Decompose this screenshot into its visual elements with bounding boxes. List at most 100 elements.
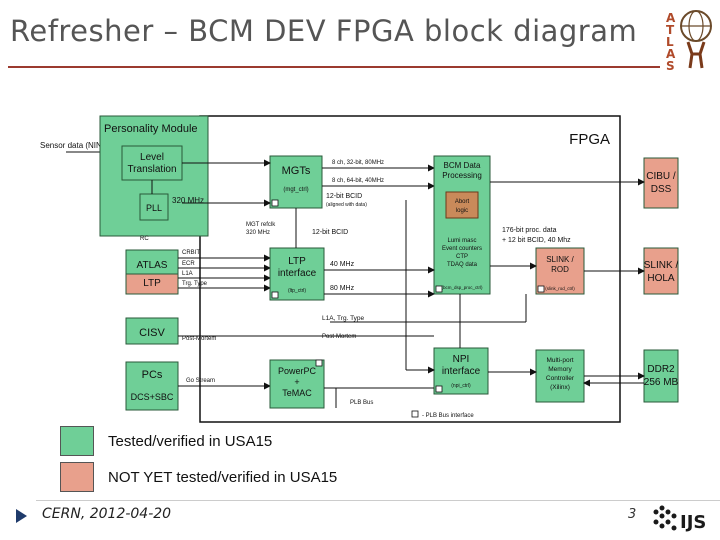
svg-text:(mgt_ctrl): (mgt_ctrl) — [283, 187, 308, 193]
svg-text:CTP: CTP — [456, 254, 468, 260]
npi-label-2: interface — [442, 366, 481, 377]
proc-data-label: 176-bit proc. data — [502, 227, 557, 234]
svg-text:8 ch, 64-bit, 40MHz: 8 ch, 64-bit, 40MHz — [332, 178, 384, 184]
svg-text:320 MHz: 320 MHz — [172, 196, 204, 205]
post-mortem-label-2: Post-Mortem — [322, 334, 356, 340]
signal-crbit: CRBIT — [182, 250, 200, 256]
page-number: 3 — [628, 507, 637, 522]
footer-date: CERN, 2012-04-20 — [42, 506, 172, 522]
powerpc-label-2: + — [294, 377, 299, 387]
cisv-label: CISV — [139, 327, 165, 339]
svg-text:Event counters: Event counters — [442, 246, 482, 252]
mpmc-block — [535, 349, 585, 403]
mpmc-label-1: Multi-port — [546, 357, 573, 364]
footer-arrow-icon — [16, 509, 27, 523]
slink-hola-label-2: HOLA — [647, 273, 675, 284]
ddr2-label-2: 256 MB — [644, 377, 679, 388]
ltp-ctrl: (ltp_ctrl) — [288, 288, 306, 294]
svg-text:(bcm_dsp_proc_ctrl): (bcm_dsp_proc_ctrl) — [441, 285, 483, 290]
bcm-data-processing — [433, 155, 491, 295]
powerpc-label-3: TeMAC — [282, 388, 312, 398]
svg-text:PLL: PLL — [146, 203, 162, 213]
ijs-logo: IJS — [653, 505, 706, 533]
ltp-if-label-2: interface — [278, 268, 317, 279]
signal-trg-type: Trg. Type — [182, 281, 208, 287]
svg-text:BCM Data: BCM Data — [444, 161, 481, 170]
pll-block — [139, 193, 169, 221]
cibu-dss-block — [643, 157, 679, 209]
plb-port-icon — [315, 359, 323, 367]
mpmc-label-3: Controller — [546, 375, 575, 382]
l1a-trg-label: L1A, Trg. Type — [322, 315, 365, 322]
ltp-interface-block — [269, 247, 325, 301]
slink-rod-label-1: SLINK / — [546, 255, 574, 264]
legend-label-tested: Tested/verified in USA15 — [108, 433, 273, 450]
ltp-if-label-1: LTP — [288, 256, 306, 267]
npi-label-1: NPI — [453, 354, 470, 365]
slink-hola-block — [643, 247, 679, 295]
svg-text:A: A — [666, 11, 676, 25]
proc-bcid-label: + 12 bit BCID, 40 Mhz — [502, 237, 571, 244]
fpga-label: FPGA — [569, 131, 610, 148]
slink-hola-label-1: SLINK / — [644, 260, 679, 271]
ddr2-label-1: DDR2 — [647, 364, 675, 375]
svg-text:Translation: Translation — [127, 164, 176, 175]
ltp-label: LTP — [143, 278, 161, 289]
slink-rod-label-2: ROD — [551, 265, 569, 274]
svg-text:L: L — [666, 35, 674, 49]
svg-text:12-bit BCID: 12-bit BCID — [312, 229, 348, 236]
svg-text:MGT refclk: MGT refclk — [246, 222, 276, 228]
legend-swatch-not-tested — [60, 462, 94, 492]
npi-interface-block — [433, 347, 489, 395]
svg-text:Abort: Abort — [455, 199, 470, 205]
sensor-label: Sensor data (NINO) — [40, 141, 111, 150]
legend-label-not-tested: NOT YET tested/verified in USA15 — [108, 469, 338, 486]
svg-text:IJS: IJS — [680, 512, 706, 533]
slide-title: Refresher – BCM DEV FPGA block diagram — [10, 14, 638, 48]
cibu-label-2: DSS — [651, 184, 672, 195]
go-stream-label: Go Stream — [186, 378, 215, 384]
svg-text:A: A — [666, 47, 676, 61]
svg-text:T: T — [666, 23, 675, 37]
svg-text:TDAQ data: TDAQ data — [447, 262, 478, 268]
footer-divider — [36, 500, 720, 501]
svg-text:S: S — [666, 59, 675, 70]
ddr2-block — [643, 349, 679, 403]
signal-ecr: ECR — [182, 261, 195, 267]
powerpc-block — [269, 359, 325, 409]
plb-port-icon — [271, 291, 279, 299]
atlas-label: ATLAS — [137, 260, 168, 271]
svg-text:8 ch, 32-bit, 80MHz: 8 ch, 32-bit, 80MHz — [332, 160, 384, 166]
svg-text:320 MHz: 320 MHz — [246, 230, 270, 236]
cisv-block — [125, 317, 179, 345]
plb-port-icon — [411, 410, 419, 418]
atlas-logo: A T L A S — [666, 10, 712, 70]
pcs-label-1: PCs — [142, 369, 163, 381]
svg-text:(aligned with data): (aligned with data) — [326, 202, 367, 208]
svg-text:Personality Module: Personality Module — [104, 123, 198, 135]
npi-ctrl: (npi_ctrl) — [451, 383, 471, 389]
legend-swatch-tested — [60, 426, 94, 456]
svg-text:12-bit BCID: 12-bit BCID — [326, 193, 362, 200]
plb-bus-label: PLB Bus — [350, 400, 373, 406]
cibu-label-1: CIBU / — [646, 171, 676, 182]
svg-text:RC: RC — [140, 236, 149, 242]
plb-port-icon — [537, 285, 545, 293]
clock-80mhz-label: 80 MHz — [330, 285, 355, 292]
mpmc-label-2: Memory — [548, 366, 572, 373]
atlas-ltp-block-bottom — [125, 273, 179, 295]
post-mortem-label: Post-Mortem — [182, 336, 216, 342]
level-translation-block — [121, 145, 183, 181]
fpga-block-diagram: FPGA Sensor data (NINO) Personality Modu… — [40, 115, 679, 423]
clock-40mhz-label: 40 MHz — [330, 261, 355, 268]
signal-l1a: L1A — [182, 271, 193, 277]
mpmc-label-4: (Xilinx) — [550, 384, 570, 391]
svg-text:Lumi masc: Lumi masc — [447, 238, 476, 244]
slink-rod-ctrl: (slink_rod_ctrl) — [545, 286, 575, 291]
svg-text:logic: logic — [456, 208, 468, 214]
atlas-ltp-block-top — [125, 249, 179, 275]
svg-text:MGTs: MGTs — [282, 165, 311, 177]
pcs-label-2: DCS+SBC — [131, 392, 174, 402]
svg-text:Level: Level — [140, 152, 164, 163]
abort-logic-block — [445, 191, 479, 219]
